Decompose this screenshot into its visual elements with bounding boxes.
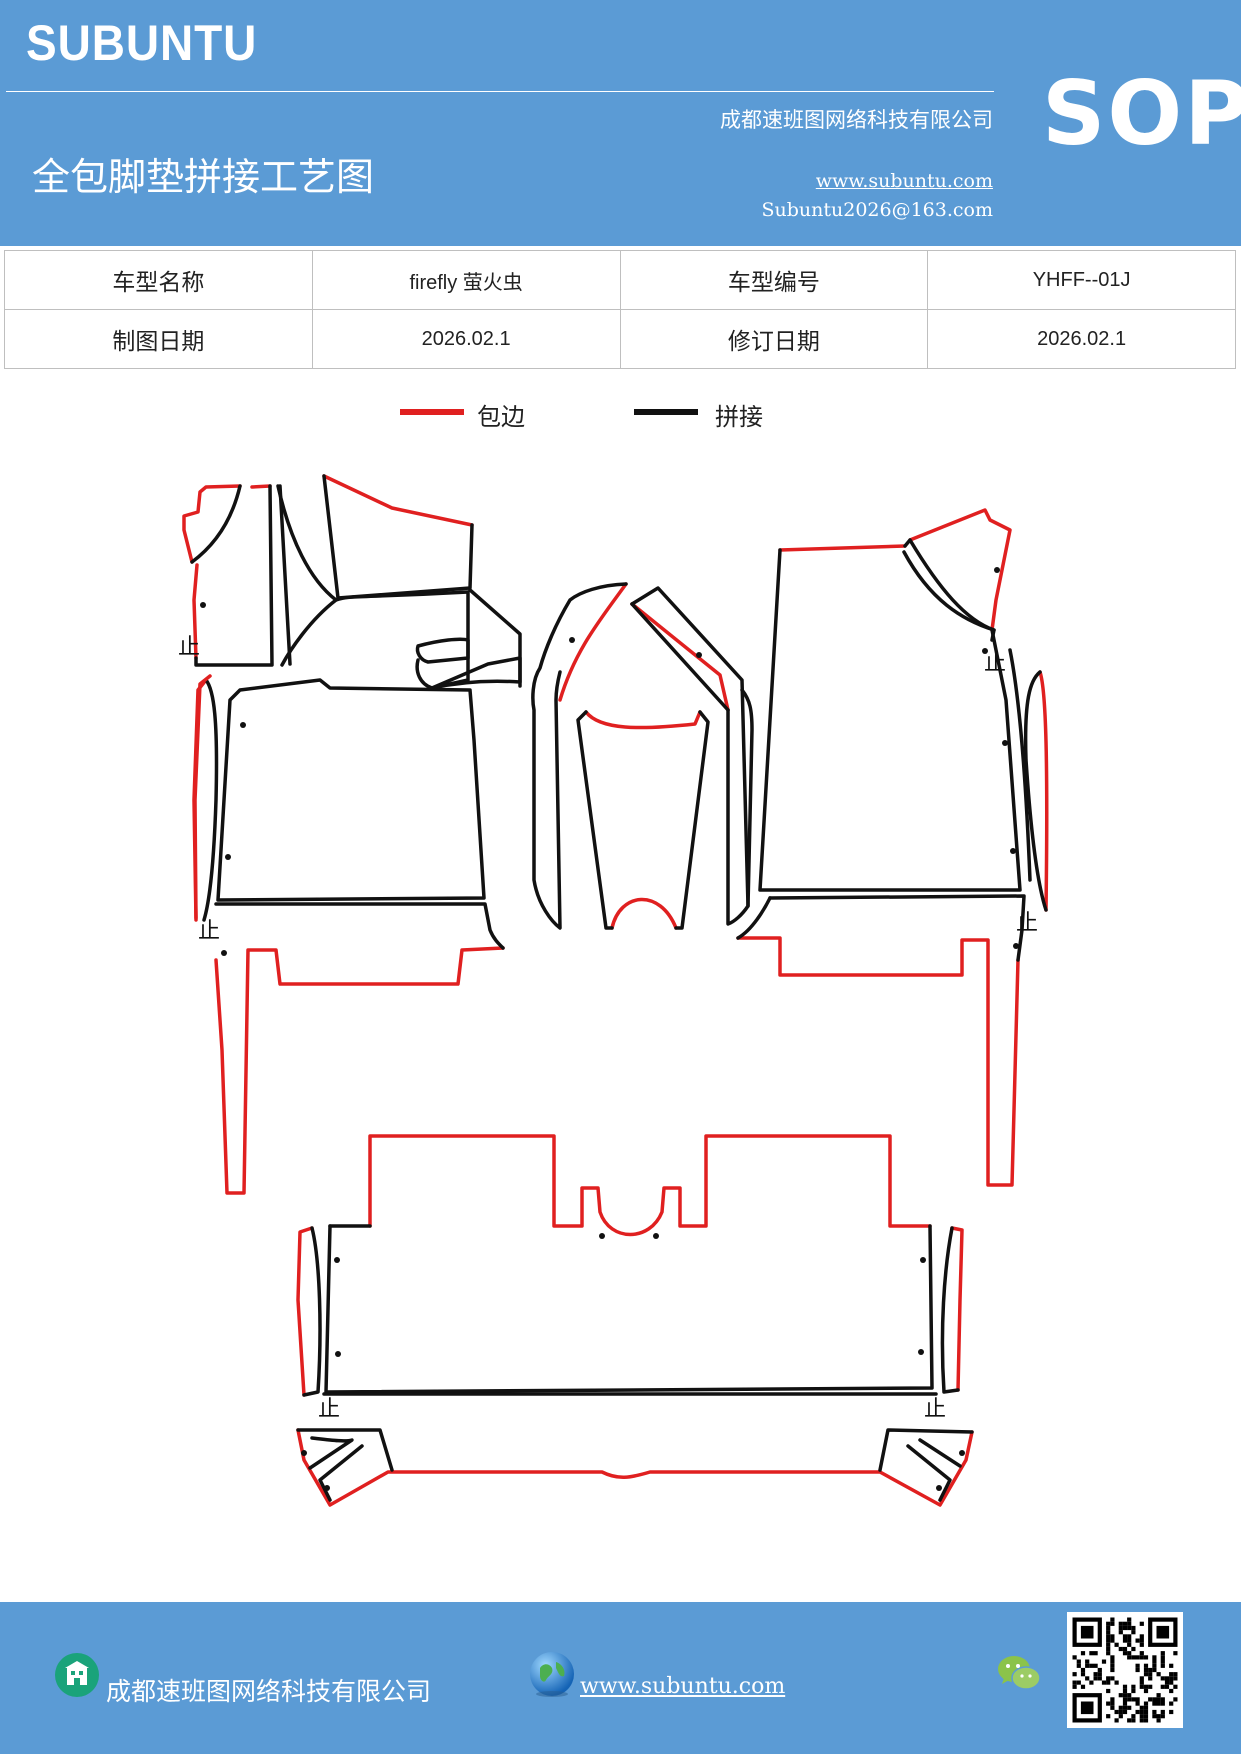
header-company: 成都速班图网络科技有限公司 [720,108,993,132]
stop-mark: 止 [198,919,220,944]
legend-edge-label: 包边 [477,404,525,431]
brand-logo: SUBUNTU [26,15,258,71]
header-website-link[interactable]: www.subuntu.com [815,170,993,192]
header-email: Subuntu2026@163.com [761,199,993,221]
model-name-value: firefly 萤火虫 [311,250,621,310]
model-no-label: 车型编号 [619,250,929,310]
building-icon [55,1653,99,1697]
stop-mark: 止 [1016,911,1038,936]
floor-mat-diagram: 止 止 止 止 止 止 [178,474,1049,1507]
table-row: 车型名称 firefly 萤火虫 车型编号 YHFF--01J [4,250,1236,310]
rear-edge [296,1134,974,1507]
legend-join-label: 拼接 [715,404,763,431]
side-strip-edge [193,674,212,920]
right-front-join [736,538,1048,962]
sop-label: SOP [1042,62,1241,165]
left-front-edge [182,474,505,1195]
legend-join-swatch [634,409,698,415]
left-front-join [190,474,522,950]
header-divider [6,91,994,92]
info-table: 车型名称 firefly 萤火虫 车型编号 YHFF--01J 制图日期 202… [4,250,1236,369]
stop-mark: 止 [318,1397,340,1422]
stop-mark: 止 [984,651,1006,676]
legend: 包边 拼接 [400,400,820,440]
globe-icon [530,1652,574,1697]
document-title: 全包脚垫拼接工艺图 [32,155,375,199]
qr-code-pattern [1072,1617,1178,1723]
footer-banner: 成都速班图网络科技有限公司 www.subuntu.com [0,1602,1241,1754]
model-name-label: 车型名称 [4,250,313,310]
wechat-icon[interactable] [996,1652,1042,1694]
draw-date-value: 2026.02.1 [311,309,621,369]
table-row: 制图日期 2026.02.1 修订日期 2026.02.1 [4,309,1236,369]
stop-mark: 止 [924,1397,946,1422]
footer-website-link[interactable]: www.subuntu.com [580,1674,786,1699]
center-edge [558,582,730,930]
stop-marks: 止 止 止 止 止 止 [178,635,1038,1422]
center-join [531,582,754,930]
right-front-edge [736,508,1049,1187]
stop-mark: 止 [178,635,200,660]
revise-date-label: 修订日期 [619,309,929,369]
model-no-value: YHFF--01J [927,250,1236,310]
hole-markers [200,567,1019,1491]
revise-date-value: 2026.02.1 [927,309,1236,369]
footer-company: 成都速班图网络科技有限公司 [106,1677,432,1706]
header-banner: SUBUNTU 成都速班图网络科技有限公司 全包脚垫拼接工艺图 www.subu… [0,0,1241,246]
qr-code[interactable] [1067,1612,1183,1728]
draw-date-label: 制图日期 [4,309,313,369]
rear-join [296,1224,974,1502]
legend-edge-swatch [400,409,464,415]
